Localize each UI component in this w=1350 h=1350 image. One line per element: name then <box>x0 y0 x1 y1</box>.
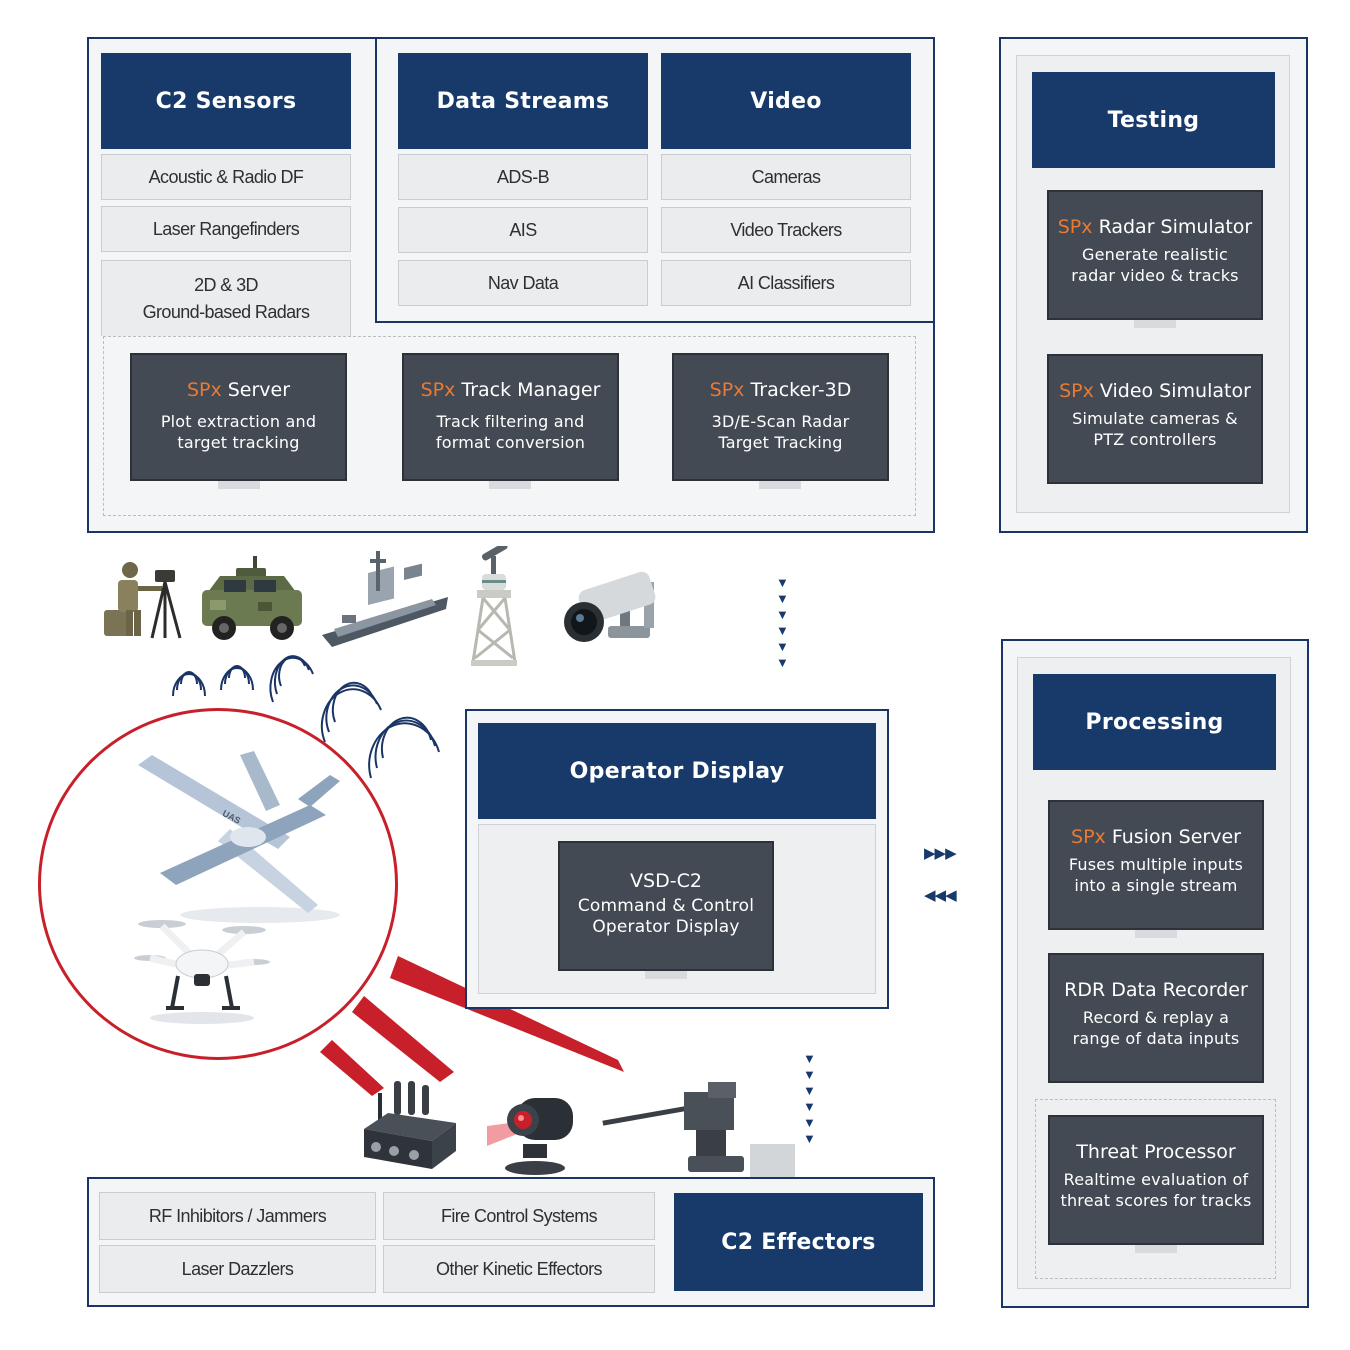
radar-tower-icon <box>471 546 517 666</box>
rdr-data-recorder-desc1: Record & replay a <box>1082 1008 1230 1027</box>
spx-prefix: SPx <box>1059 380 1094 402</box>
spx-prefix: SPx <box>1071 826 1106 848</box>
radar-simulator-name: Radar Simulator <box>1098 216 1253 238</box>
radar-simulator-monitor: SPx Radar Simulator Generate realistic r… <box>1047 190 1263 320</box>
spx-prefix: SPx <box>420 379 456 401</box>
monitor-stand <box>218 481 260 489</box>
spx-track-manager-name: Track Manager <box>461 379 601 401</box>
threat-processor-group <box>1035 1099 1276 1279</box>
left-arrows: ◀◀◀ <box>924 887 957 904</box>
rdr-data-recorder-desc2: range of data inputs <box>1072 1029 1240 1048</box>
quadcopter-drone-icon <box>134 920 270 1024</box>
spx-server-monitor: SPx Server Plot extraction and target tr… <box>130 353 347 481</box>
stream-item-nav: Nav Data <box>398 260 648 306</box>
video-simulator-name: Video Simulator <box>1099 380 1251 402</box>
warship-icon <box>322 551 448 647</box>
uav-icon <box>138 751 340 923</box>
threat-processor-monitor: Threat Processor Realtime evaluation of … <box>1048 1115 1264 1245</box>
down-arrows-sensors: ▼▼▼▼▼▼ <box>776 575 789 670</box>
monitor-stand <box>1135 1245 1177 1253</box>
sensor-item-radars: 2D & 3D Ground-based Radars <box>101 260 351 336</box>
spx-tracker3d-desc2: Target Tracking <box>718 433 843 452</box>
fusion-server-desc2: into a single stream <box>1074 876 1238 895</box>
fusion-server-monitor: SPx Fusion Server Fuses multiple inputs … <box>1048 800 1264 930</box>
armored-vehicle-icon <box>202 556 302 640</box>
operator-display-header: Operator Display <box>478 723 876 819</box>
spx-track-manager-monitor: SPx Track Manager Track filtering and fo… <box>402 353 619 481</box>
threat-processor-desc2: threat scores for tracks <box>1060 1191 1252 1210</box>
spx-prefix: SPx <box>186 379 222 401</box>
vsd-c2-monitor: VSD-C2 Command & Control Operator Displa… <box>558 841 774 971</box>
threat-processor-desc1: Realtime evaluation of <box>1063 1170 1249 1189</box>
processing-header: Processing <box>1033 674 1276 770</box>
monitor-stand <box>759 481 801 489</box>
video-item-classifiers: AI Classifiers <box>661 260 911 306</box>
kinetic-turret-icon <box>602 1082 795 1178</box>
rdr-data-recorder-monitor: RDR Data Recorder Record & replay a rang… <box>1048 953 1264 1083</box>
down-arrows-effectors: ▼▼▼▼▼▼ <box>803 1051 816 1146</box>
video-header: Video <box>661 53 911 149</box>
threat-zone-circle <box>38 708 398 1060</box>
sensor-item-radars-line1: 2D & 3D <box>194 274 258 295</box>
radar-simulator-desc1: Generate realistic <box>1081 245 1229 264</box>
data-streams-header: Data Streams <box>398 53 648 149</box>
effector-item-kinetic: Other Kinetic Effectors <box>383 1245 655 1293</box>
vsd-c2-desc2: Operator Display <box>592 917 740 937</box>
video-item-cameras: Cameras <box>661 154 911 200</box>
spx-server-desc1: Plot extraction and <box>160 412 317 431</box>
monitor-stand <box>1135 930 1177 938</box>
signal-waves <box>172 655 440 779</box>
fusion-server-name: Fusion Server <box>1111 826 1241 848</box>
vsd-c2-desc1: Command & Control <box>577 896 755 916</box>
c2-sensors-header: C2 Sensors <box>101 53 351 149</box>
spx-track-manager-desc2: format conversion <box>435 433 586 452</box>
fusion-server-desc1: Fuses multiple inputs <box>1068 855 1244 874</box>
spx-server-name: Server <box>227 379 291 401</box>
spx-prefix: SPx <box>1057 216 1093 238</box>
monitor-stand <box>1134 320 1176 328</box>
effector-item-rf: RF Inhibitors / Jammers <box>99 1192 376 1240</box>
spx-prefix: SPx <box>709 379 745 401</box>
rf-jammer-icon <box>364 1081 456 1169</box>
sensor-item-acoustic: Acoustic & Radio DF <box>101 154 351 200</box>
video-simulator-desc1: Simulate cameras & <box>1072 409 1238 428</box>
monitor-stand <box>489 481 531 489</box>
camera-icon <box>564 571 656 642</box>
threat-processor-name: Threat Processor <box>1076 1141 1236 1163</box>
effector-item-fire-control: Fire Control Systems <box>383 1192 655 1240</box>
spx-tracker3d-name: Tracker-3D <box>750 379 852 401</box>
video-item-trackers: Video Trackers <box>661 207 911 253</box>
spx-tracker3d-monitor: SPx Tracker-3D 3D/E-Scan Radar Target Tr… <box>672 353 889 481</box>
c2-effectors-header: C2 Effectors <box>674 1193 923 1291</box>
radar-simulator-desc2: radar video & tracks <box>1071 266 1239 285</box>
stream-item-adsb: ADS-B <box>398 154 648 200</box>
monitor-stand <box>645 971 687 979</box>
spx-track-manager-desc1: Track filtering and <box>436 412 585 431</box>
video-simulator-monitor: SPx Video Simulator Simulate cameras & P… <box>1047 354 1263 484</box>
effector-item-laser: Laser Dazzlers <box>99 1245 376 1293</box>
testing-header: Testing <box>1032 72 1275 168</box>
right-arrows: ▶▶▶ <box>924 845 957 862</box>
sensor-item-radars-line2: Ground-based Radars <box>142 301 310 322</box>
spx-server-desc2: target tracking <box>177 433 300 452</box>
vsd-c2-name: VSD-C2 <box>630 870 702 892</box>
laser-dazzler-icon <box>487 1098 573 1175</box>
sensor-item-laser: Laser Rangefinders <box>101 206 351 252</box>
spx-processing-group <box>103 336 916 516</box>
threat-beams <box>320 956 624 1096</box>
video-simulator-desc2: PTZ controllers <box>1093 430 1217 449</box>
stream-item-ais: AIS <box>398 207 648 253</box>
rdr-data-recorder-name: RDR Data Recorder <box>1064 979 1248 1001</box>
spx-tracker3d-desc1: 3D/E-Scan Radar <box>711 412 850 431</box>
soldier-icon <box>104 562 182 639</box>
